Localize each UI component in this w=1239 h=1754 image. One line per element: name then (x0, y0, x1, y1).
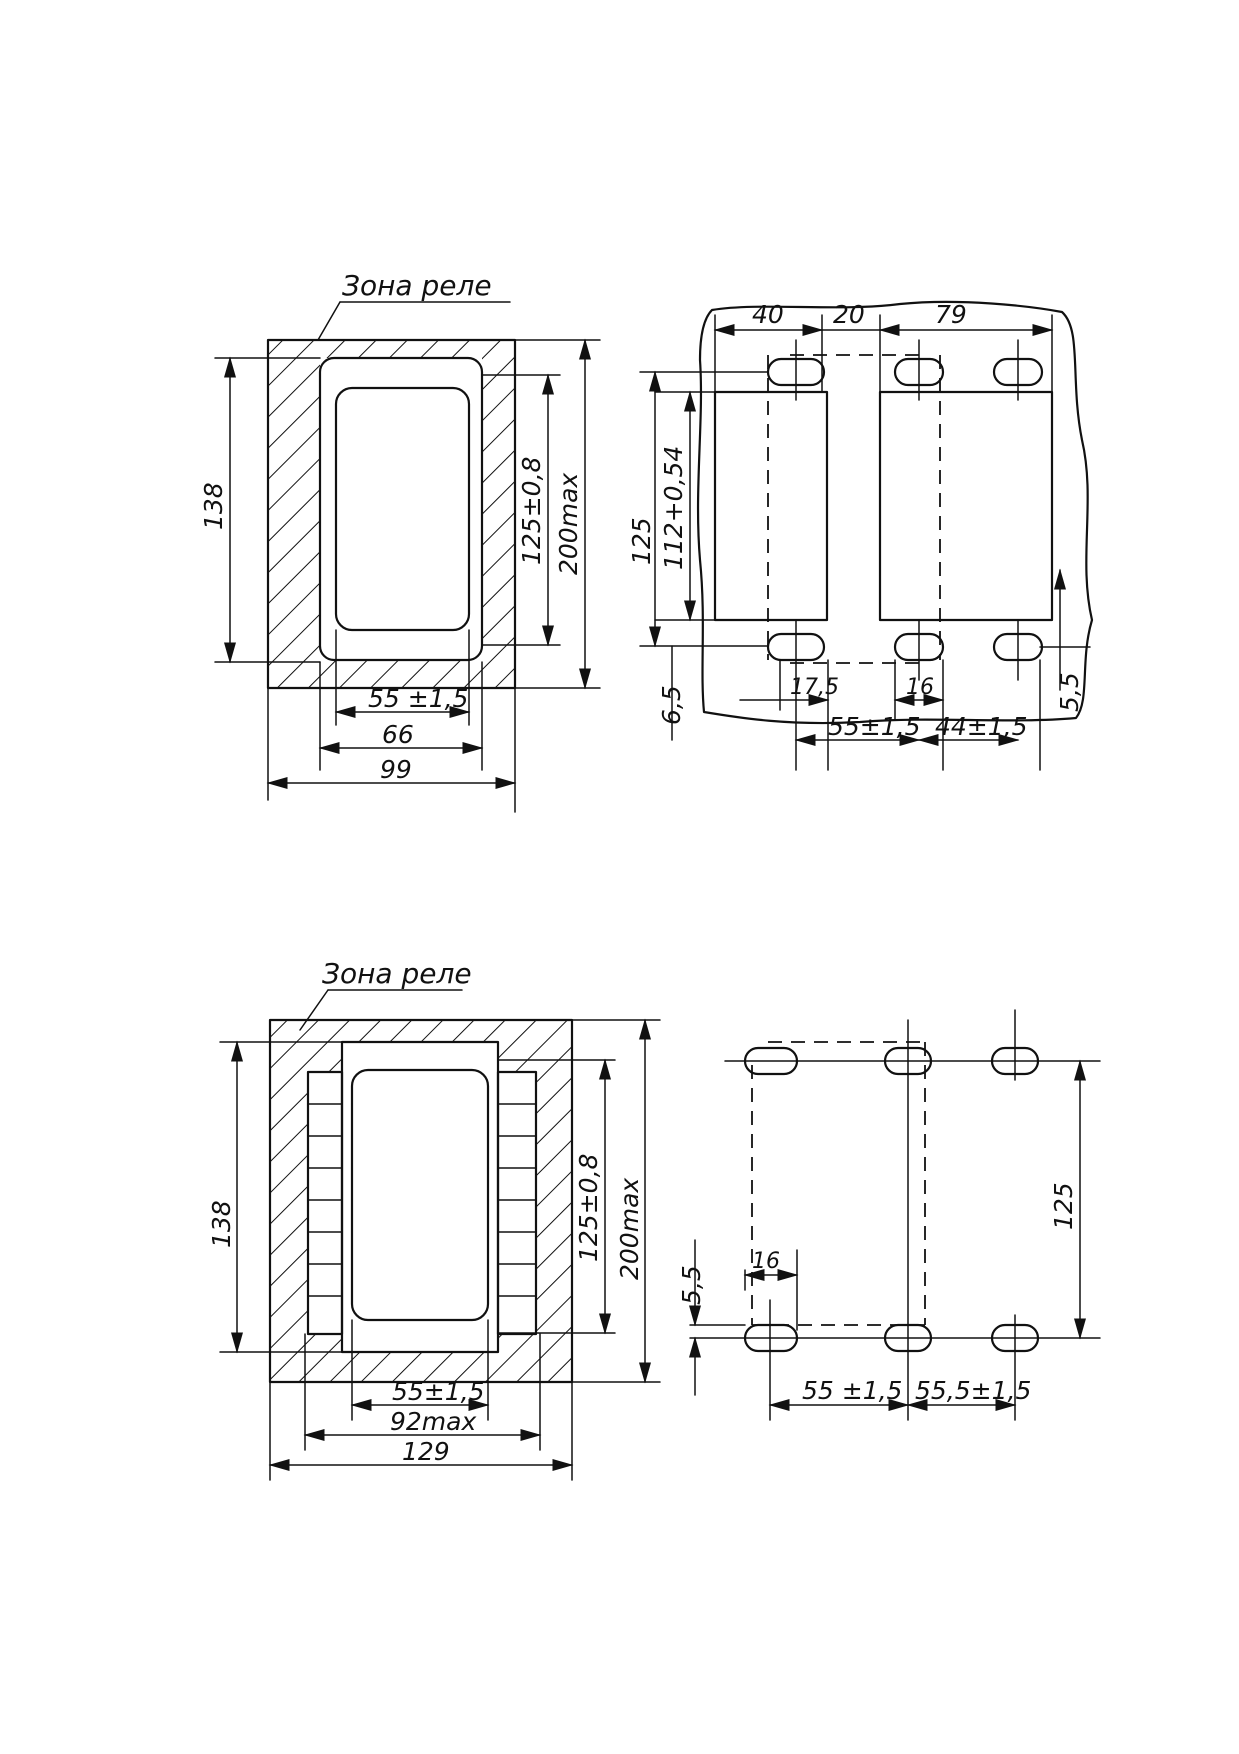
dim-125-bottom-right: 125 (1049, 1182, 1078, 1230)
dim-16-top: 16 (906, 675, 934, 700)
dim-92max: 92max (390, 1407, 476, 1436)
dim-99-top: 99 (380, 755, 412, 784)
dim-16-bottom: 16 (752, 1249, 780, 1274)
dim-66-top: 66 (382, 720, 414, 749)
dim-138-top: 138 (199, 482, 228, 530)
dim-65: 6,5 (657, 685, 686, 725)
dim-20: 20 (833, 300, 865, 329)
dim-5-5-bottom: 5,5 (677, 1265, 706, 1305)
top-right-mounting-view: 40 20 79 125 112+0,54 6,5 17,5 16 55±1,5… (627, 300, 1094, 771)
dim-55-bottom: 55±1,5 (392, 1377, 485, 1406)
right-terminal-block (496, 1070, 538, 1336)
dim-200max-top: 200max (554, 473, 583, 575)
dim-112: 112+0,54 (659, 446, 688, 570)
dim-44: 44±1,5 (935, 712, 1028, 741)
dim-55-5: 55,5±1,5 (915, 1376, 1031, 1405)
dim-55-right: 55±1,5 (828, 712, 921, 741)
bottom-right-mounting-view: 125 16 5,5 55 ±1,5 55,5±1,5 (677, 1009, 1101, 1421)
dim-125-right: 125 (627, 517, 656, 565)
zone-label-bottom: Зона реле (322, 957, 472, 990)
dim-125-top: 125±0,8 (517, 457, 546, 565)
dim-125-bottom: 125±0,8 (574, 1154, 603, 1262)
left-terminal-block (306, 1070, 344, 1336)
dim-138-bottom: 138 (207, 1200, 236, 1248)
dim-5-5-right: 5,5 (1055, 672, 1084, 712)
dim-200max-bottom: 200max (615, 1178, 644, 1280)
dim-55-top: 55 ±1,5 (368, 684, 468, 713)
dim-40: 40 (752, 300, 784, 329)
dim-17-5: 17,5 (790, 675, 839, 700)
bottom-left-relay-zone-view: Зона реле (207, 957, 661, 1481)
dim-55-bottom-right: 55 ±1,5 (802, 1376, 902, 1405)
top-left-relay-zone-view: Зона реле 138 125±0,8 200max 55 ±1,5 (199, 269, 601, 813)
dim-129: 129 (402, 1437, 450, 1466)
zone-label-top: Зона реле (342, 269, 492, 302)
dim-79: 79 (935, 300, 967, 329)
